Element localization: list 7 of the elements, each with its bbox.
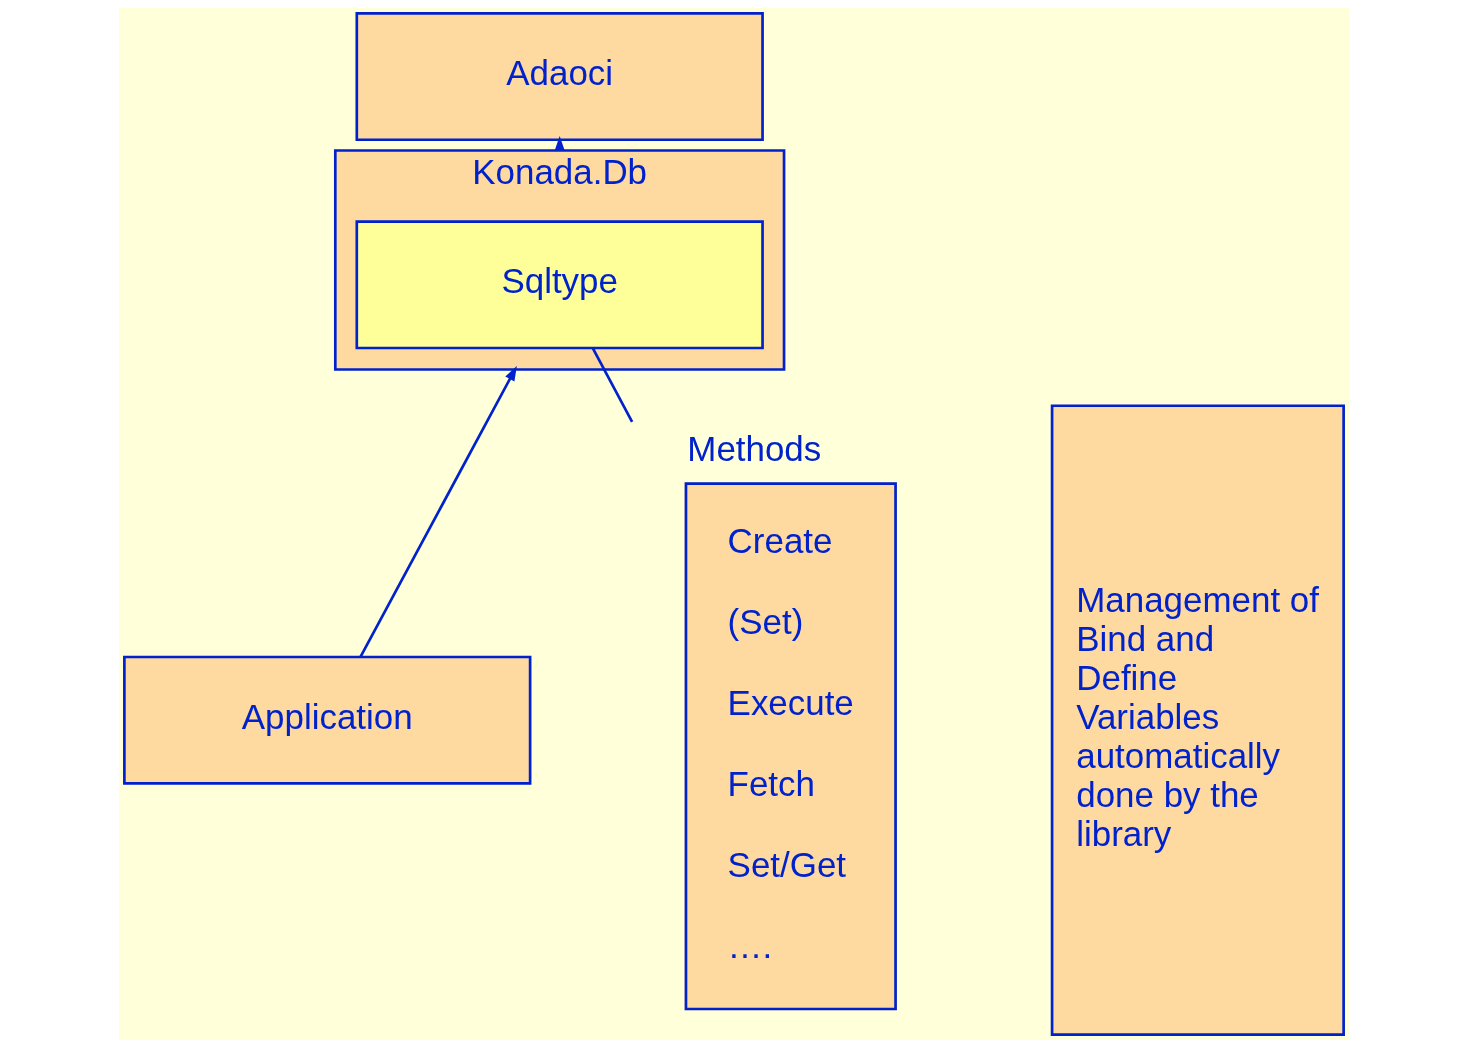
node-box: Application	[123, 655, 532, 785]
connector	[591, 347, 634, 423]
node-box: Sqltype	[355, 220, 764, 350]
node-box: Management of Bind and Define Variables automatically done by the library	[1050, 404, 1345, 1036]
node-box: Adaoci	[355, 12, 764, 142]
node-label: Methods	[687, 428, 822, 468]
arrow	[359, 365, 517, 658]
